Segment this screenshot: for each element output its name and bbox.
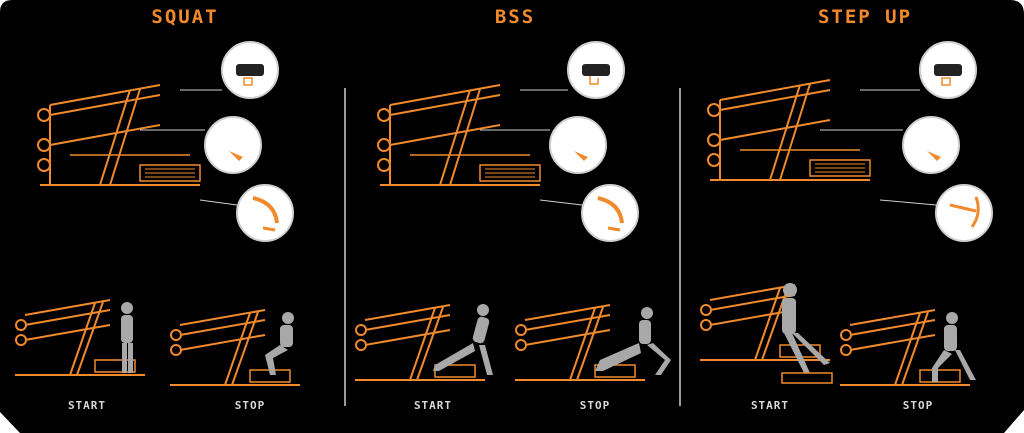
section-title-step-up: STEP UP	[817, 6, 913, 28]
bss-start-label: START	[413, 399, 453, 412]
person-figure	[265, 312, 294, 375]
arrow-icon	[229, 151, 243, 161]
arrow-icon	[927, 151, 941, 161]
lock-icon	[243, 77, 253, 86]
squat-stop-label: STOP	[234, 399, 266, 412]
bss-stop-illustration	[514, 304, 671, 381]
bss-stop-label: STOP	[579, 399, 611, 412]
section-title-squat: SQUAT	[151, 6, 219, 28]
step-up-start-label: START	[750, 399, 790, 412]
bss-start-illustration	[354, 304, 493, 381]
squat-start-label: START	[67, 399, 107, 412]
section-title-bss: BSS	[494, 6, 536, 28]
person-figure	[433, 304, 493, 375]
bss-detail-pin	[549, 116, 607, 174]
lock-icon	[941, 77, 951, 86]
bss-detail-unlock	[567, 41, 625, 99]
person-figure	[782, 283, 830, 373]
squat-stop-illustration	[169, 309, 301, 386]
squat-detail-pin	[204, 116, 262, 174]
step-up-detail-pin	[902, 116, 960, 174]
step-up-detail-lock	[919, 41, 977, 99]
step-up-start-illustration	[699, 283, 833, 384]
person-figure	[932, 312, 976, 382]
step-up-detail-platform	[935, 184, 993, 242]
squat-detail-lock	[221, 41, 279, 99]
person-figure	[121, 302, 133, 373]
person-figure	[595, 307, 671, 375]
squat-start-illustration	[14, 299, 146, 376]
squat-detail-platform	[236, 184, 294, 242]
arrow-icon	[574, 151, 588, 161]
unlock-icon	[589, 76, 599, 85]
step-up-stop-label: STOP	[902, 399, 934, 412]
bss-detail-platform	[581, 184, 639, 242]
step-up-stop-illustration	[839, 309, 976, 386]
